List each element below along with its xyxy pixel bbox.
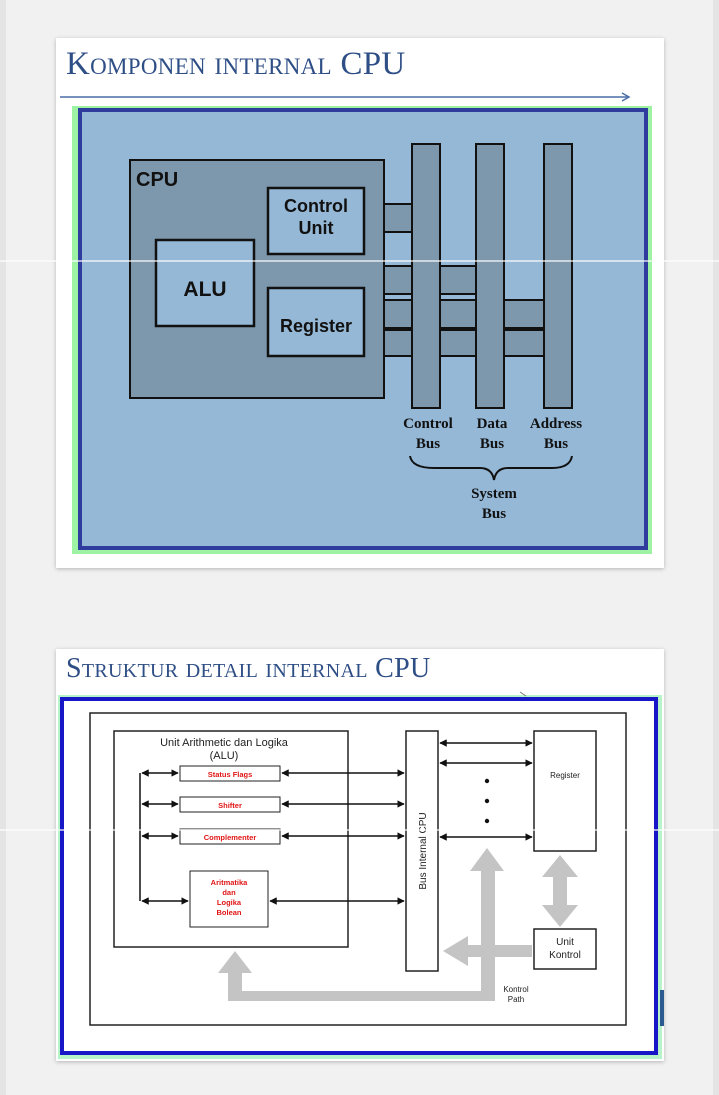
address-bus-label-1: Address [530,416,582,432]
scan-line-1 [0,260,719,262]
system-bus-label-2: Bus [482,506,506,522]
inner-frame [89,712,627,1026]
cpu-bus-connectors [383,203,413,357]
cpu-detail-diagram: Unit Arithmetic dan Logika (ALU) Status … [58,691,662,1059]
title-underline-arrow [60,92,631,102]
slide-2-title: Struktur detail internal CPU [66,653,431,684]
system-bus-label-1: System [471,486,517,502]
slide-2[interactable]: Struktur detail internal CPU Unit Arithm… [56,649,664,1061]
status-flags-label: Status Flags [208,770,253,779]
slide-1-title: Komponen internal CPU [66,46,406,82]
arith-logic-box [189,870,269,928]
unit-kontrol-label-2: Kontrol [549,950,581,961]
kontrol-path-label-2: Path [508,995,524,1004]
address-bus-label-2: Bus [544,436,568,452]
control-bus-label-1: Control [403,416,453,432]
register-label: Register [550,771,580,780]
data-bus-label-2: Bus [480,436,504,452]
alu-title-1: Unit Arithmetic dan Logika [160,737,289,749]
data-bus [475,143,505,409]
cpu-label: CPU [136,169,178,191]
system-bus-brace [409,455,573,481]
alu-box [154,238,256,328]
slide-1[interactable]: Komponen internal CPU CPU ALU Control Un… [56,38,664,568]
bus-internal-label: Bus Internal CPU [418,812,429,889]
control-unit-label-2: Unit [299,218,334,238]
register-box [266,286,366,358]
arith-label-4: Bolean [216,908,241,917]
arith-label-1: Aritmatika [211,878,249,887]
status-flags-box [179,765,281,782]
shifter-label: Shifter [218,801,242,810]
small-mark [519,691,527,697]
vertical-buses [411,143,573,409]
unit-kontrol-label-1: Unit [556,937,574,948]
arith-label-3: Logika [217,898,242,907]
control-bus-label-2: Bus [416,436,440,452]
scan-line-2 [0,829,719,831]
cpu-components-diagram: CPU ALU Control Unit Register [72,106,652,554]
right-edge [713,0,719,1095]
register-label: Register [280,316,352,336]
side-marker [660,990,664,1026]
arith-label-2: dan [222,888,236,897]
control-unit-box [266,186,366,256]
alu-title-2: (ALU) [210,750,239,762]
complementer-label: Complementer [204,833,257,842]
bus-internal-box [405,730,439,972]
register-box [533,730,597,852]
control-unit-label-1: Control [284,196,348,216]
left-edge [0,0,6,1095]
kontrol-path-label-1: Kontrol [503,985,529,994]
shifter-box [179,796,281,813]
unit-kontrol-box [533,928,597,970]
kontrol-path-arrows [218,848,578,1001]
control-bus [411,143,441,409]
data-bus-label-1: Data [477,416,508,432]
register-dots [484,778,490,824]
alu-label: ALU [183,278,226,301]
address-bus [543,143,573,409]
